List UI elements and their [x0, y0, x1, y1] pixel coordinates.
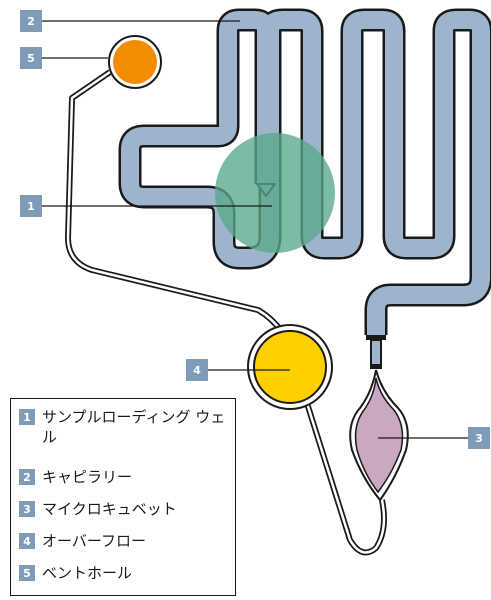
overflow-chamber [247, 324, 333, 410]
callout-badge-4: 4 [186, 359, 208, 381]
legend-item-4: 4 オーバーフロー [19, 531, 232, 551]
svg-text:4: 4 [193, 364, 201, 377]
overflow-tube [303, 399, 387, 556]
legend-badge-4: 4 [19, 533, 35, 549]
legend-badge-2: 2 [19, 469, 35, 485]
callout-badge-5: 5 [20, 47, 42, 69]
legend-item-1: 1 サンプルローディング ウェル [19, 407, 232, 447]
callout-badge-2: 2 [20, 10, 42, 32]
callout-badge-1: 1 [20, 195, 42, 217]
legend-item-5: 5 ベントホール [19, 563, 232, 583]
svg-text:1: 1 [27, 200, 35, 213]
legend-badge-5: 5 [19, 565, 35, 581]
svg-text:2: 2 [27, 15, 35, 28]
legend-label-1: サンプルローディング ウェル [42, 408, 226, 446]
legend-label-4: オーバーフロー [42, 532, 146, 550]
callout-badge-3: 3 [468, 427, 490, 449]
vent-tube [65, 69, 285, 334]
svg-text:5: 5 [27, 52, 35, 65]
vent-hole [108, 35, 162, 89]
callout-lines [42, 20, 468, 439]
legend-badge-3: 3 [19, 501, 35, 517]
legend-item-2: 2 キャピラリー [19, 467, 232, 487]
legend-badge-1: 1 [19, 409, 35, 425]
legend-label-2: キャピラリー [42, 468, 133, 486]
svg-text:3: 3 [475, 432, 483, 445]
legend-label-5: ベントホール [42, 564, 133, 582]
legend: 1 サンプルローディング ウェル 2 キャピラリー 3 マイクロキュベット 4 … [10, 398, 236, 596]
microcuvette [349, 369, 409, 502]
legend-label-3: マイクロキュベット [42, 500, 177, 518]
legend-item-3: 3 マイクロキュベット [19, 499, 232, 519]
capillary-channel [118, 8, 491, 369]
sample-loading-well [215, 133, 335, 253]
